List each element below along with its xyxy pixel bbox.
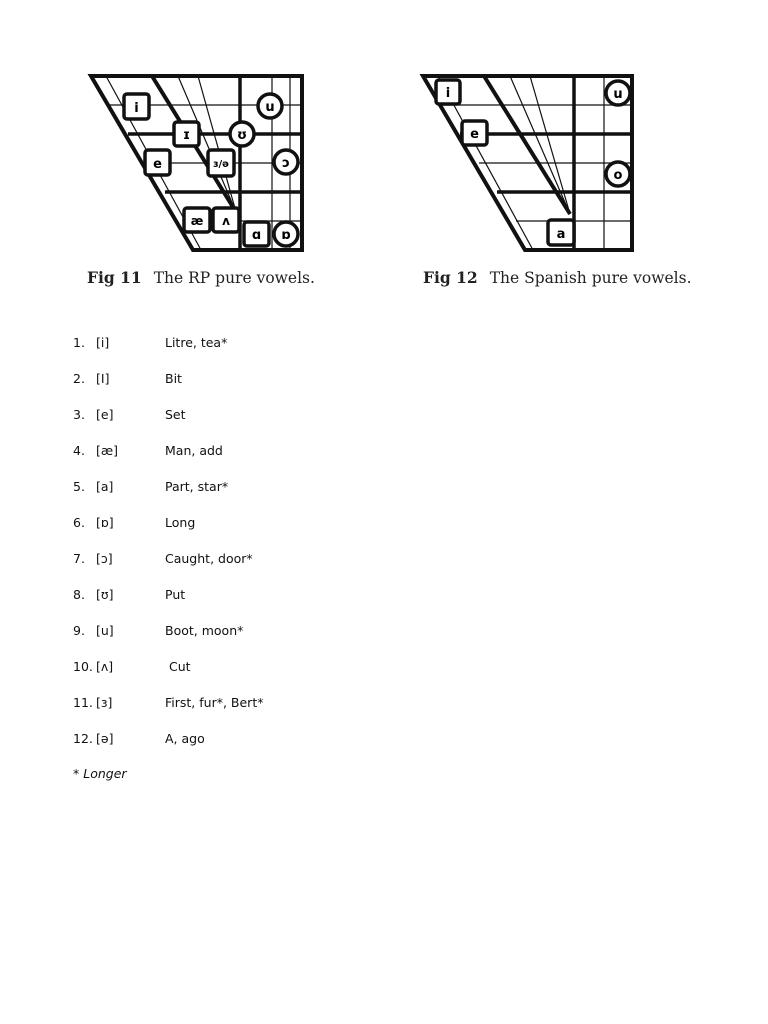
item-number: 3.	[73, 407, 85, 422]
rp-vowel-chart: i ɪ e ɜ/ə æ ʌ	[86, 72, 312, 256]
list-item: 12.[ə] A, ago	[73, 731, 473, 767]
item-number: 1.	[73, 335, 85, 350]
svg-text:a: a	[557, 227, 566, 242]
figure-number: Fig 12	[423, 268, 478, 287]
item-number: 8.	[73, 587, 85, 602]
ipa-symbol: [e]	[96, 407, 114, 422]
example-words: Man, add	[165, 443, 223, 458]
vowel-box-i: i	[122, 92, 151, 121]
item-number: 10.	[73, 659, 93, 674]
ipa-symbol: [ɔ]	[96, 551, 113, 566]
list-item: 2. [I] Bit	[73, 371, 473, 407]
example-words: Bit	[165, 371, 182, 386]
vowel-circle-turned-script-a: ɒ	[272, 220, 300, 248]
list-item: 5. [a] Part, star*	[73, 479, 473, 515]
list-item: 1. [i] Litre, tea*	[73, 335, 473, 371]
vowel-box-ae: æ	[182, 206, 212, 234]
vowel-box-small-i: ɪ	[172, 120, 201, 148]
vowel-circle-open-o: ɔ	[272, 148, 300, 176]
list-item: 9. [u] Boot, moon*	[73, 623, 473, 659]
list-item: 10.[ʌ] Cut	[73, 659, 473, 695]
ipa-symbol: [a]	[96, 479, 114, 494]
svg-text:ʌ: ʌ	[222, 214, 230, 228]
spanish-vowel-chart: i e a u o	[418, 72, 640, 256]
ipa-symbol: [ʊ]	[96, 587, 114, 602]
vowel-box-e: e	[143, 148, 172, 177]
vowel-box-wedge: ʌ	[211, 206, 241, 234]
item-number: 6.	[73, 515, 85, 530]
svg-text:ʊ: ʊ	[237, 128, 247, 143]
example-words: Put	[165, 587, 186, 602]
vowel-circle-o: o	[604, 160, 632, 188]
example-words: Litre, tea*	[165, 335, 228, 350]
list-item: 7. [ɔ] Caught, door*	[73, 551, 473, 587]
ipa-symbol: [u]	[96, 623, 114, 638]
vowel-list: 1. [i] Litre, tea* 2. [I] Bit 3. [e] Set 4. [æ]…	[73, 335, 473, 767]
item-number: 11.	[73, 695, 93, 710]
example-words: A, ago	[165, 731, 205, 746]
list-item: 4. [æ] Man, add	[73, 443, 473, 479]
svg-text:o: o	[614, 168, 623, 183]
item-number: 7.	[73, 551, 85, 566]
ipa-symbol: [ɒ]	[96, 515, 114, 530]
vowel-box-a: a	[546, 218, 576, 247]
svg-text:i: i	[134, 101, 138, 116]
figure-title: The Spanish pure vowels.	[489, 269, 692, 287]
figure-caption: Fig 11 The RP pure vowels.	[87, 268, 315, 287]
svg-text:ɑ: ɑ	[252, 228, 261, 243]
list-item: 6. [ɒ] Long	[73, 515, 473, 551]
svg-text:ɪ: ɪ	[183, 128, 190, 143]
example-words: Caught, door*	[165, 551, 253, 566]
vowel-box-er-schwa: ɜ/ə	[206, 148, 236, 178]
chart-outline	[87, 74, 304, 252]
item-number: 2.	[73, 371, 85, 386]
chart-outline	[419, 74, 634, 252]
list-item: 3. [e] Set	[73, 407, 473, 443]
example-words: Long	[165, 515, 196, 530]
svg-text:ɒ: ɒ	[281, 228, 290, 243]
vowel-box-i: i	[434, 78, 462, 106]
list-item: 8. [ʊ] Put	[73, 587, 473, 623]
rp-vowel-chart-drawing: i ɪ e ɜ/ə æ ʌ	[87, 74, 304, 252]
spanish-vowel-chart-drawing: i e a u o	[419, 74, 634, 252]
example-words: First, fur*, Bert*	[165, 695, 264, 710]
item-number: 5.	[73, 479, 85, 494]
example-words: Set	[165, 407, 186, 422]
figure-number: Fig 11	[87, 268, 142, 287]
example-words: Part, star*	[165, 479, 229, 494]
svg-text:i: i	[446, 86, 450, 101]
vowel-circle-u: u	[604, 79, 632, 107]
example-words: Cut	[165, 659, 191, 674]
svg-text:ɜ/ə: ɜ/ə	[213, 159, 229, 170]
vowel-circle-upsilon: ʊ	[228, 120, 256, 148]
ipa-symbol: [æ]	[96, 443, 119, 458]
svg-text:u: u	[613, 87, 622, 102]
item-number: 9.	[73, 623, 85, 638]
item-number: 4.	[73, 443, 85, 458]
vowel-box-script-a: ɑ	[242, 220, 271, 248]
svg-text:æ: æ	[191, 214, 204, 228]
list-item: 11.[ɜ] First, fur*, Bert*	[73, 695, 473, 731]
footnote: * Longer	[73, 766, 127, 781]
example-words: Boot, moon*	[165, 623, 244, 638]
svg-text:e: e	[153, 157, 162, 172]
ipa-symbol: [ʌ]	[96, 659, 114, 674]
svg-text:u: u	[265, 100, 274, 115]
ipa-symbol: [ɜ]	[96, 695, 113, 710]
vowel-box-e: e	[460, 119, 489, 147]
figure-caption: Fig 12 The Spanish pure vowels.	[423, 268, 692, 287]
ipa-symbol: [ə]	[96, 731, 114, 746]
svg-text:ɔ: ɔ	[282, 156, 290, 171]
vowel-circle-u: u	[256, 92, 284, 120]
ipa-symbol: [I]	[96, 371, 110, 386]
figure-title: The RP pure vowels.	[153, 269, 315, 287]
svg-text:e: e	[470, 127, 479, 142]
item-number: 12.	[73, 731, 93, 746]
ipa-symbol: [i]	[96, 335, 110, 350]
